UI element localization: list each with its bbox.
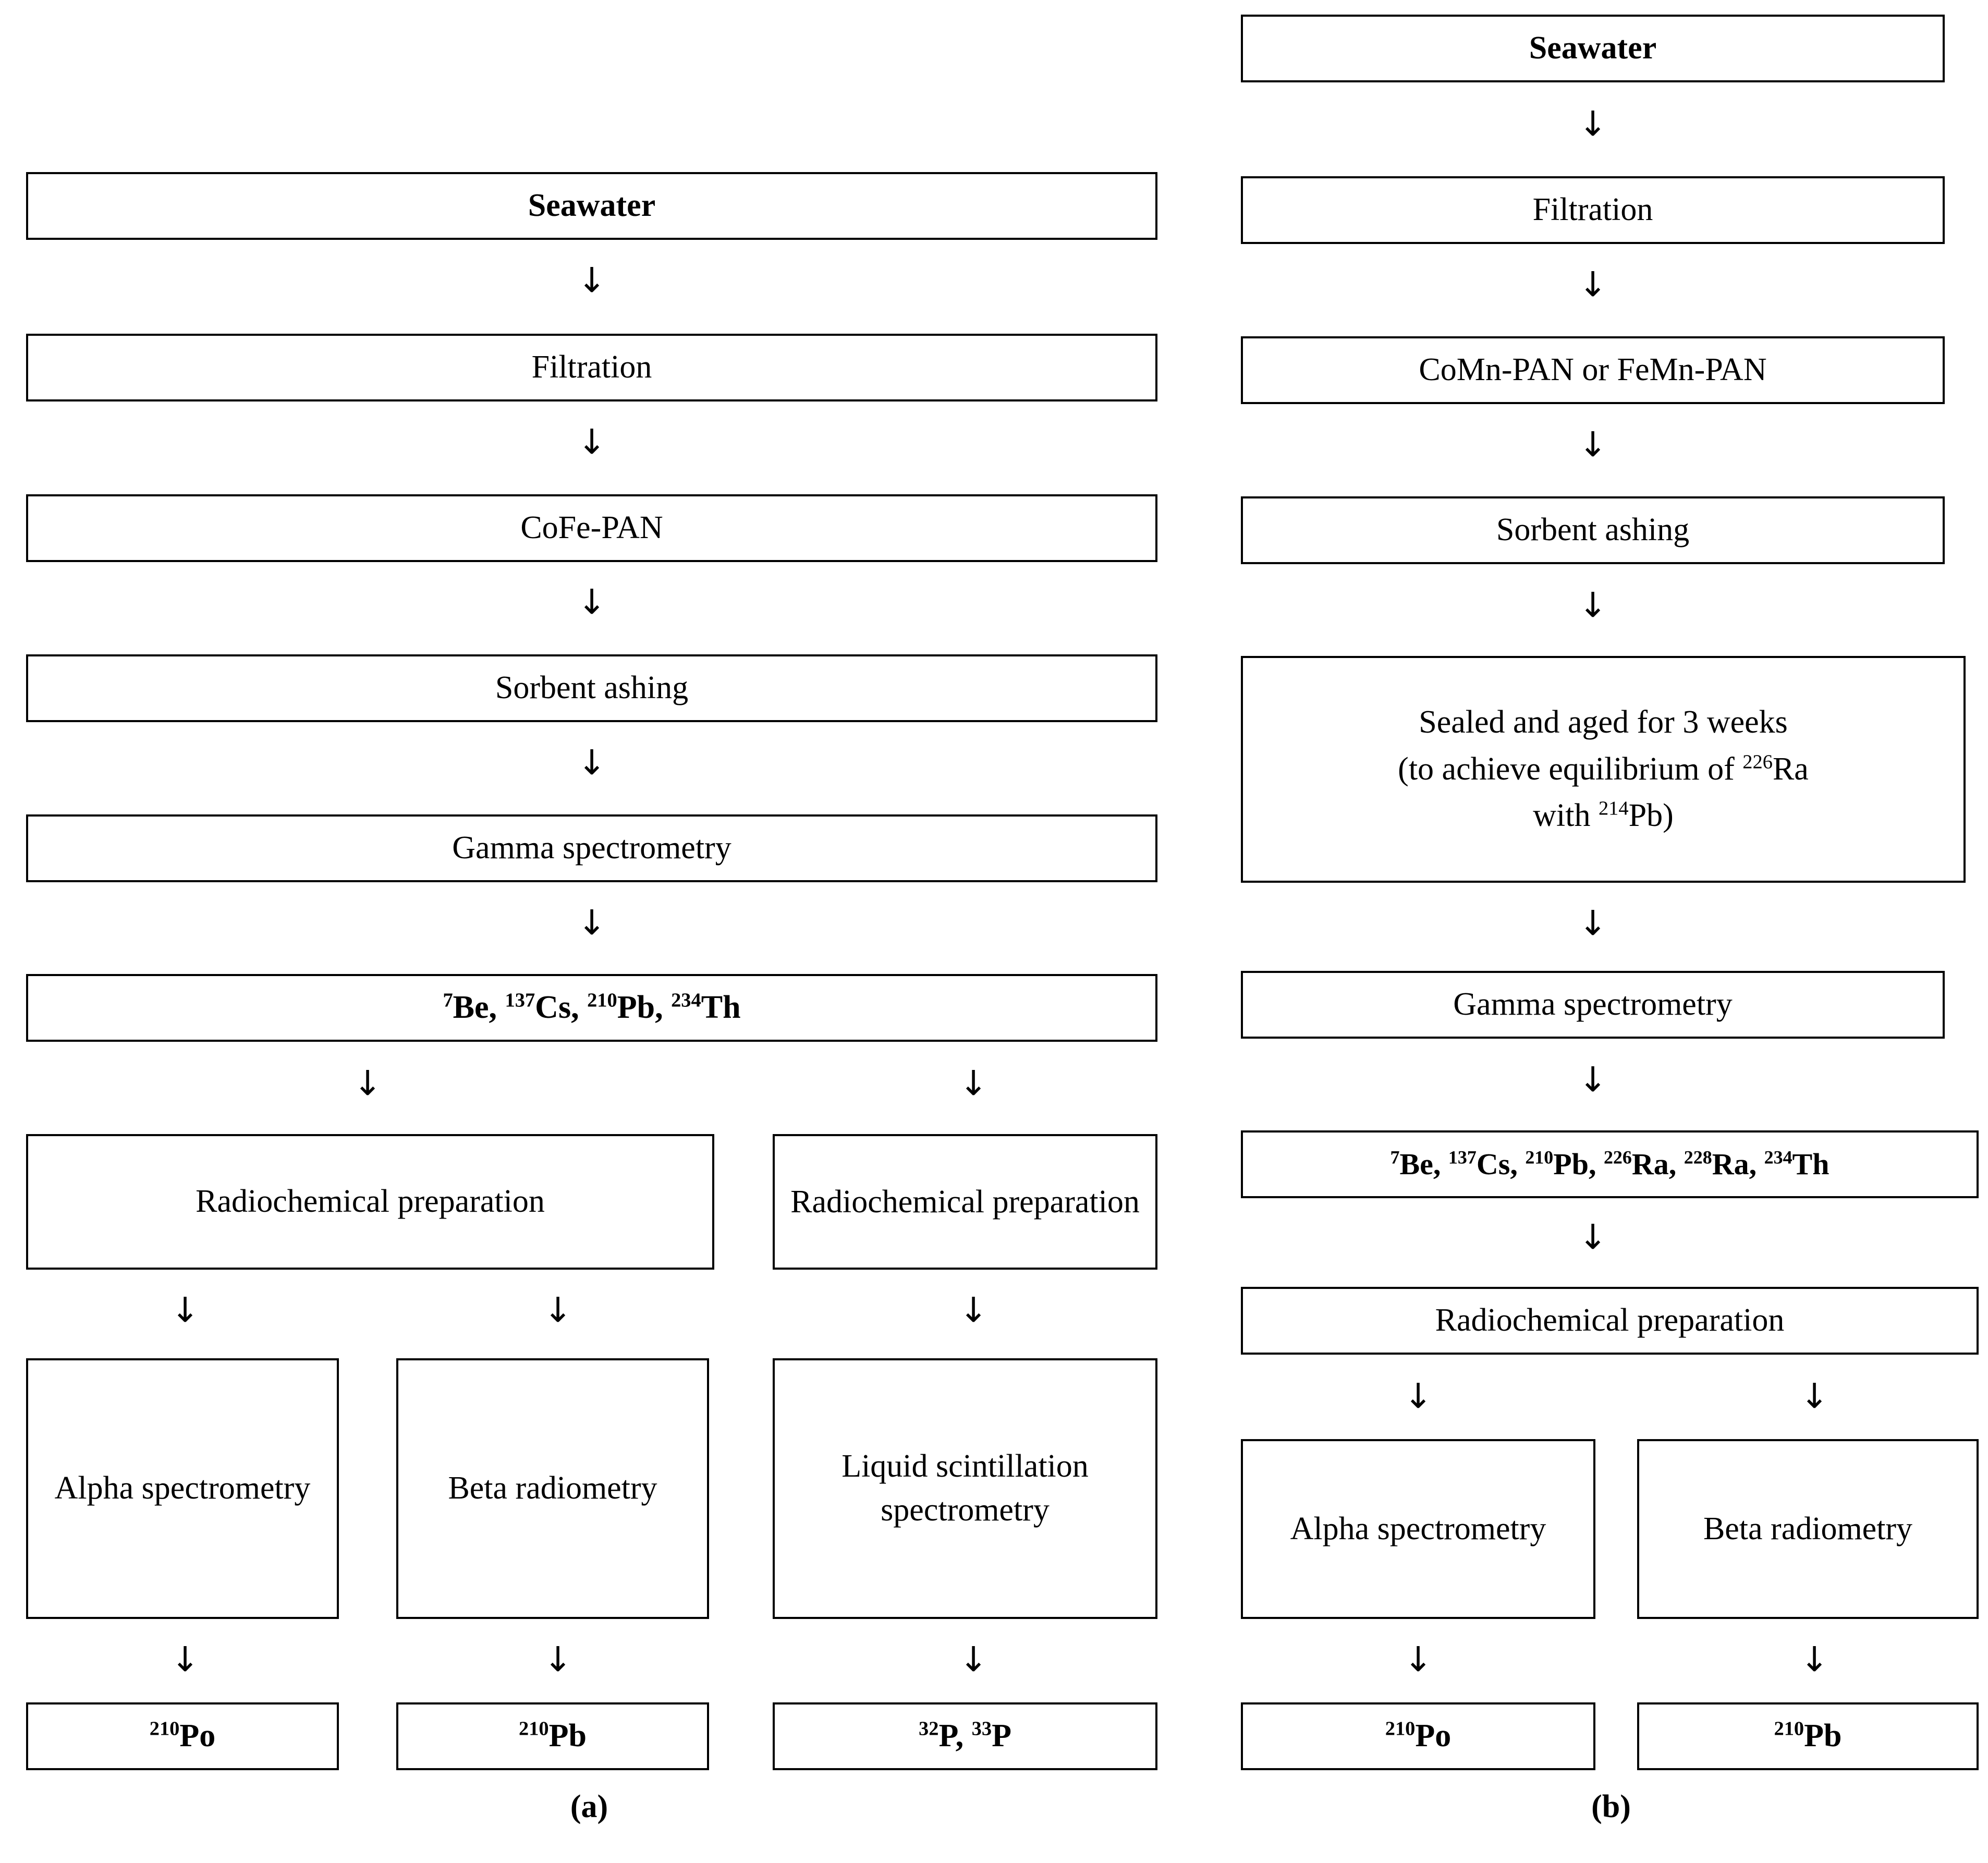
node-a-lsc: Liquid scintillation spectrometry xyxy=(773,1358,1157,1619)
node-a-radiochem-left: Radiochemical preparation xyxy=(26,1134,714,1270)
node-b-alpha: Alpha spectrometry xyxy=(1241,1439,1595,1619)
caption-b: (b) xyxy=(1591,1789,1631,1824)
arrow-b-3: ↓ xyxy=(1578,424,1607,465)
node-a-seawater-label: Seawater xyxy=(528,188,656,224)
arrow-b-9-pb: ↓ xyxy=(1800,1639,1829,1679)
arrow-a-3: ↓ xyxy=(577,582,606,622)
node-a-lsc-label: Liquid scintillation spectrometry xyxy=(841,1448,1089,1528)
node-a-radiochem-right: Radiochemical preparation xyxy=(773,1134,1157,1270)
node-b-sorbent-label: CoMn-PAN or FeMn-PAN xyxy=(1419,352,1767,388)
arrow-a-8-pb: ↓ xyxy=(543,1639,572,1679)
node-a-po210-label: 210Po xyxy=(149,1718,216,1754)
arrow-b-6: ↓ xyxy=(1578,1060,1607,1100)
node-b-po210-label: 210Po xyxy=(1385,1718,1452,1754)
arrow-b-8-beta: ↓ xyxy=(1800,1376,1829,1416)
node-b-aging-line1: Sealed and aged for 3 weeks xyxy=(1419,704,1788,740)
node-b-pb210: 210Pb xyxy=(1637,1702,1979,1770)
arrow-a-6-right: ↓ xyxy=(959,1063,988,1103)
node-b-nuclides: 7Be, 137Cs, 210Pb, 226Ra, 228Ra, 234Th xyxy=(1241,1130,1979,1198)
arrow-a-8-po: ↓ xyxy=(170,1639,200,1679)
node-a-p32p33-label: 32P, 33P xyxy=(919,1718,1011,1754)
node-a-radiochem-right-label: Radiochemical preparation xyxy=(790,1184,1140,1220)
node-a-p32p33: 32P, 33P xyxy=(773,1702,1157,1770)
node-a-gamma: Gamma spectrometry xyxy=(26,814,1157,882)
node-a-pb210: 210Pb xyxy=(396,1702,709,1770)
node-b-aging-line3: with 214Pb) xyxy=(1533,797,1674,834)
node-b-sorbent: CoMn-PAN or FeMn-PAN xyxy=(1241,336,1945,404)
arrow-b-7: ↓ xyxy=(1578,1217,1607,1257)
node-a-beta-label: Beta radiometry xyxy=(448,1470,657,1506)
flowchart-panel-a: Seawater ↓ Filtration ↓ CoFe-PAN ↓ Sorbe… xyxy=(26,172,1157,1824)
arrow-a-5: ↓ xyxy=(577,903,606,943)
node-b-aging: Sealed and aged for 3 weeks (to achieve … xyxy=(1241,656,1966,883)
node-a-sorbent: CoFe-PAN xyxy=(26,494,1157,562)
arrow-a-4: ↓ xyxy=(577,742,606,783)
node-b-alpha-label: Alpha spectrometry xyxy=(1290,1511,1546,1547)
arrow-b-1: ↓ xyxy=(1578,104,1607,144)
arrow-a-2: ↓ xyxy=(577,422,606,462)
node-a-seawater: Seawater xyxy=(26,172,1157,240)
node-b-po210: 210Po xyxy=(1241,1702,1595,1770)
flowchart-panel-b: Seawater ↓ Filtration ↓ CoMn-PAN or FeMn… xyxy=(1215,0,1988,1863)
node-b-ashing-label: Sorbent ashing xyxy=(1496,512,1690,548)
node-a-beta: Beta radiometry xyxy=(396,1358,709,1619)
arrow-b-9-po: ↓ xyxy=(1404,1639,1433,1679)
node-b-filtration: Filtration xyxy=(1241,176,1945,244)
caption-a: (a) xyxy=(570,1789,608,1824)
node-b-aging-line2: (to achieve equilibrium of 226Ra xyxy=(1398,750,1809,787)
node-a-sorbent-label: CoFe-PAN xyxy=(520,510,663,546)
node-a-po210: 210Po xyxy=(26,1702,339,1770)
node-b-gamma-label: Gamma spectrometry xyxy=(1453,987,1733,1022)
node-b-seawater: Seawater xyxy=(1241,15,1945,82)
node-b-beta-label: Beta radiometry xyxy=(1703,1511,1913,1547)
node-a-alpha-label: Alpha spectrometry xyxy=(54,1470,311,1506)
node-a-nuclides: 7Be, 137Cs, 210Pb, 234Th xyxy=(26,974,1157,1042)
node-b-pb210-label: 210Pb xyxy=(1774,1718,1842,1754)
arrow-a-8-p: ↓ xyxy=(959,1639,988,1679)
node-a-pb210-label: 210Pb xyxy=(519,1718,587,1754)
arrow-a-6-left: ↓ xyxy=(353,1063,382,1103)
node-a-filtration-label: Filtration xyxy=(531,349,652,385)
arrow-b-2: ↓ xyxy=(1578,264,1607,305)
arrow-b-4: ↓ xyxy=(1578,585,1607,625)
node-b-beta: Beta radiometry xyxy=(1637,1439,1979,1619)
arrow-a-1: ↓ xyxy=(577,260,606,300)
arrow-a-7-lsc: ↓ xyxy=(959,1290,988,1330)
node-b-radiochem-label: Radiochemical preparation xyxy=(1435,1302,1785,1338)
node-b-radiochem: Radiochemical preparation xyxy=(1241,1287,1979,1355)
node-b-seawater-label: Seawater xyxy=(1529,30,1657,66)
node-a-gamma-label: Gamma spectrometry xyxy=(452,830,731,866)
node-a-ashing-label: Sorbent ashing xyxy=(495,670,689,706)
node-a-alpha: Alpha spectrometry xyxy=(26,1358,339,1619)
node-a-ashing: Sorbent ashing xyxy=(26,654,1157,722)
arrow-a-7-alpha: ↓ xyxy=(170,1290,200,1330)
node-b-ashing: Sorbent ashing xyxy=(1241,496,1945,564)
node-a-nuclides-label: 7Be, 137Cs, 210Pb, 234Th xyxy=(443,989,741,1026)
node-a-filtration: Filtration xyxy=(26,334,1157,401)
node-b-nuclides-label: 7Be, 137Cs, 210Pb, 226Ra, 228Ra, 234Th xyxy=(1390,1147,1830,1181)
node-b-filtration-label: Filtration xyxy=(1532,192,1653,228)
arrow-a-7-beta: ↓ xyxy=(543,1290,572,1330)
arrow-b-8-alpha: ↓ xyxy=(1404,1376,1433,1416)
node-b-gamma: Gamma spectrometry xyxy=(1241,971,1945,1039)
arrow-b-5: ↓ xyxy=(1578,903,1607,943)
node-a-radiochem-left-label: Radiochemical preparation xyxy=(196,1184,545,1220)
